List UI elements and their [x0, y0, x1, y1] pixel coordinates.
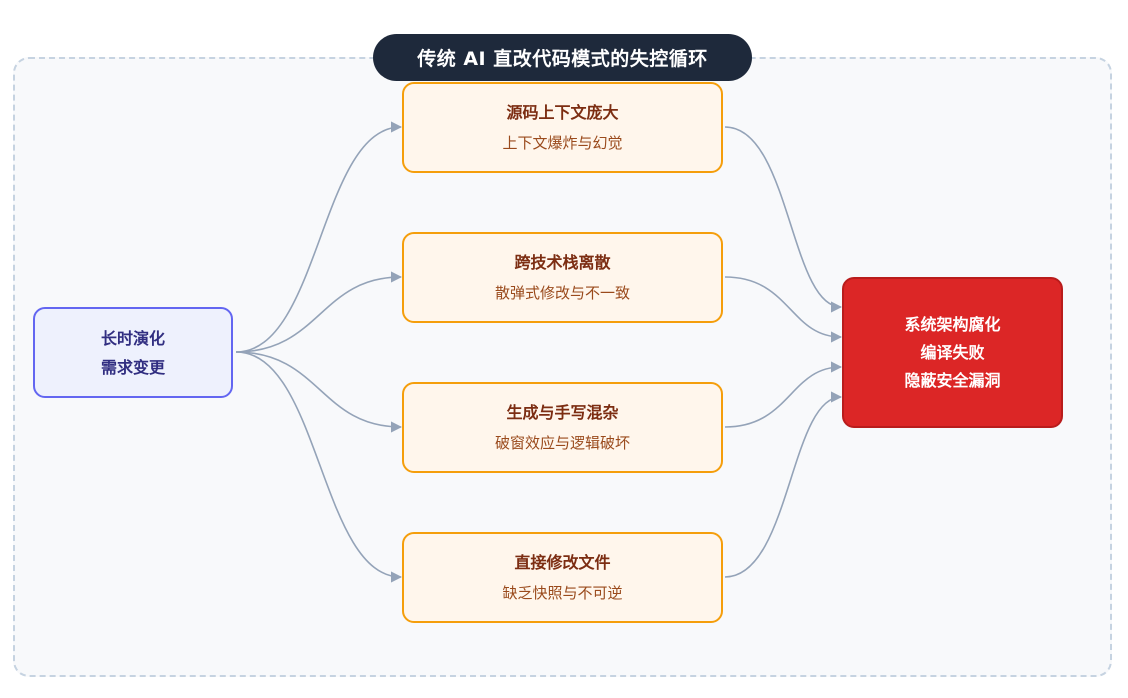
edge-mid-1-to-target: [724, 126, 843, 313]
middle-node-1: 源码上下文庞大 上下文爆炸与幻觉: [402, 82, 723, 173]
middle-node-title: 跨技术栈离散: [514, 252, 611, 272]
target-line-3: 隐蔽安全漏洞: [904, 370, 1001, 390]
middle-node-4: 直接修改文件 缺乏快照与不可逆: [402, 532, 723, 623]
middle-node-title: 生成与手写混杂: [506, 402, 619, 422]
middle-node-title: 源码上下文庞大: [506, 102, 619, 122]
middle-node-subtitle: 破窗效应与逻辑破坏: [494, 433, 630, 452]
source-node: 长时演化 需求变更: [33, 307, 233, 398]
target-node: 系统架构腐化 编译失败 隐蔽安全漏洞: [842, 277, 1063, 428]
diagram-title: 传统 AI 直改代码模式的失控循环: [373, 34, 752, 81]
source-line-2: 需求变更: [100, 357, 165, 377]
edge-source-to-mid-1: [235, 121, 403, 353]
middle-node-subtitle: 散弹式修改与不一致: [494, 283, 630, 302]
middle-node-title: 直接修改文件: [514, 552, 611, 572]
middle-node-subtitle: 缺乏快照与不可逆: [502, 583, 623, 602]
edge-mid-4-to-target: [724, 391, 843, 578]
edge-source-to-mid-2: [235, 271, 403, 353]
target-line-2: 编译失败: [920, 342, 985, 362]
source-line-1: 长时演化: [100, 328, 165, 348]
middle-node-3: 生成与手写混杂 破窗效应与逻辑破坏: [402, 382, 723, 473]
target-line-1: 系统架构腐化: [904, 314, 1001, 334]
edge-mid-2-to-target: [724, 276, 843, 343]
edge-source-to-mid-4: [235, 351, 403, 583]
edge-mid-3-to-target: [724, 361, 843, 428]
edge-source-to-mid-3: [235, 351, 403, 433]
middle-node-subtitle: 上下文爆炸与幻觉: [502, 133, 623, 152]
middle-node-2: 跨技术栈离散 散弹式修改与不一致: [402, 232, 723, 323]
